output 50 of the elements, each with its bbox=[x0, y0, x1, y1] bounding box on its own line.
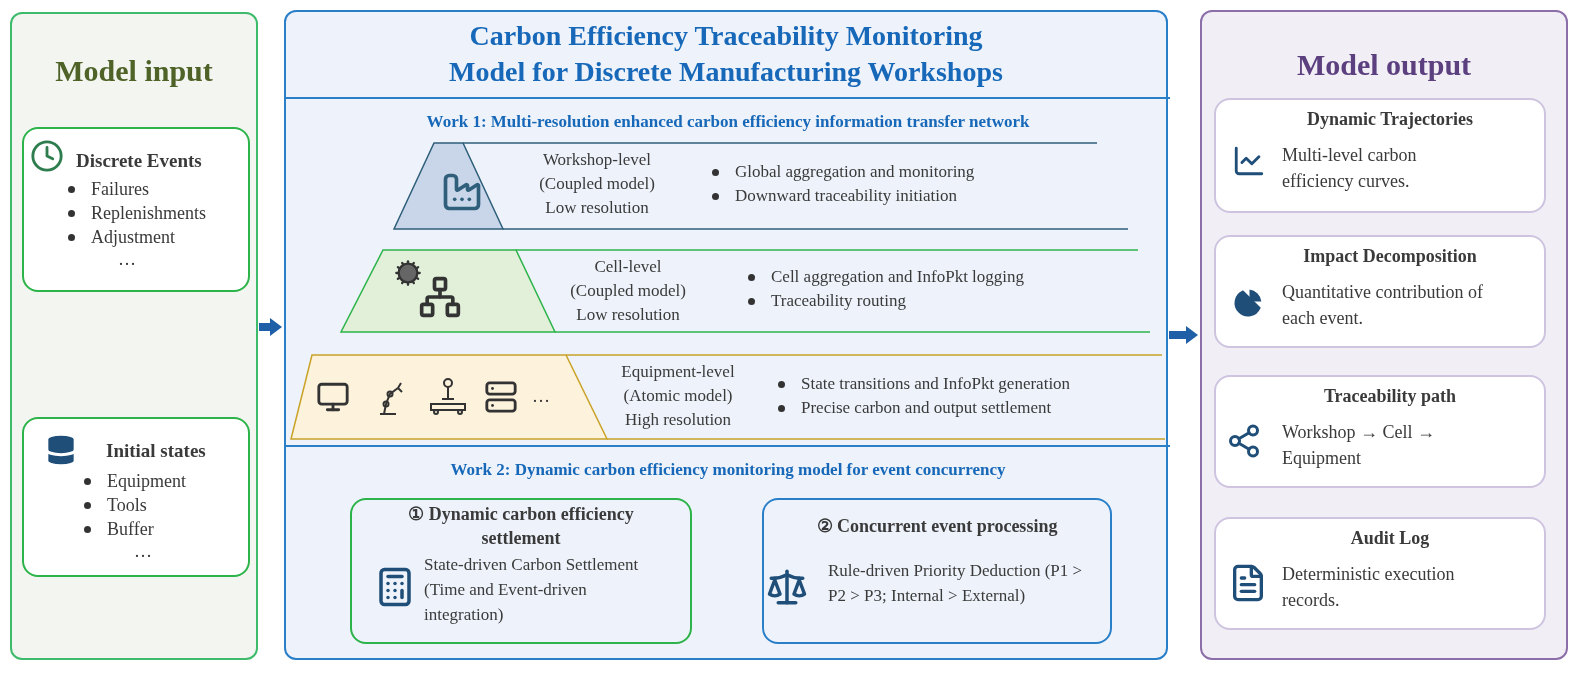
model-panel bbox=[284, 10, 1168, 660]
card-text: State-driven Carbon Settlement (Time and Event-driven integration) bbox=[424, 554, 640, 626]
bullet-text: Buffer bbox=[107, 518, 154, 541]
bullet-text: Traceability routing bbox=[771, 290, 906, 312]
level-label: Cell-level (Coupled model) Low resolution bbox=[569, 256, 687, 326]
ellipsis-text: … bbox=[532, 386, 550, 406]
level-label: Equipment-level (Atomic model) High resolution bbox=[620, 361, 736, 431]
card-heading: Audit Log bbox=[1349, 527, 1431, 550]
bullet-text: Cell aggregation and InfoPkt logging bbox=[771, 266, 1025, 288]
work-card bbox=[762, 498, 1112, 644]
card-heading: Discrete Events bbox=[76, 149, 202, 173]
bullet-text: Failures bbox=[91, 178, 149, 201]
panel-title: Model input bbox=[54, 53, 214, 89]
card-text: Quantitative contribution of each event. bbox=[1282, 281, 1484, 330]
bullet-text: Equipment bbox=[107, 470, 186, 493]
output-panel bbox=[1200, 10, 1568, 660]
bullet-text: State transitions and InfoPkt generation bbox=[801, 373, 1071, 395]
card-text: Rule-driven Priority Deduction (P1 > P2 > P3; Internal > External) bbox=[828, 560, 1084, 607]
section-title: Work 2: Dynamic carbon efficiency monitoring model for event concurrency bbox=[449, 459, 1007, 481]
card-heading: Dynamic Trajectories bbox=[1306, 108, 1474, 131]
output-card bbox=[1214, 235, 1546, 348]
arrow bbox=[1169, 326, 1198, 344]
level-label: Workshop-level (Coupled model) Low resolution bbox=[538, 149, 656, 219]
bullet-text: Global aggregation and monitoring bbox=[735, 161, 975, 183]
main-title: Carbon Efficiency Traceability Monitoring Model for Discrete Manufacturing Workshops bbox=[448, 19, 1004, 89]
bullet-text: Adjustment bbox=[91, 226, 175, 249]
input-card bbox=[22, 127, 250, 292]
card-heading: ② Concurrent event processing bbox=[815, 515, 1059, 538]
card-heading: Impact Decomposition bbox=[1302, 245, 1478, 268]
bullet-text: Precise carbon and output settlement bbox=[801, 397, 1052, 419]
output-card bbox=[1214, 98, 1546, 213]
bullet-text: Tools bbox=[107, 494, 147, 517]
section-title: Work 1: Multi-resolution enhanced carbon efficiency information transfer network bbox=[425, 111, 1031, 133]
panel-title: Model output bbox=[1295, 47, 1473, 83]
arrow bbox=[259, 318, 282, 336]
bullet-text: Downward traceability initiation bbox=[735, 185, 957, 207]
card-text: Multi-level carbon efficiency curves. bbox=[1282, 144, 1418, 193]
output-card bbox=[1214, 517, 1546, 630]
ellipsis-text: … bbox=[133, 541, 152, 561]
ellipsis-text: … bbox=[117, 249, 136, 269]
input-panel bbox=[10, 12, 258, 660]
output-card bbox=[1214, 375, 1546, 488]
card-heading: ① Dynamic carbon efficiency settlement bbox=[407, 503, 635, 550]
bullet-text: Replenishments bbox=[91, 202, 206, 225]
input-card bbox=[22, 417, 250, 577]
work-card bbox=[350, 498, 692, 644]
card-text: Deterministic execution records. bbox=[1282, 563, 1456, 612]
card-text: Workshop → Cell → Equipment bbox=[1282, 421, 1437, 470]
card-heading: Initial states bbox=[106, 439, 206, 463]
card-heading: Traceability path bbox=[1322, 385, 1458, 408]
